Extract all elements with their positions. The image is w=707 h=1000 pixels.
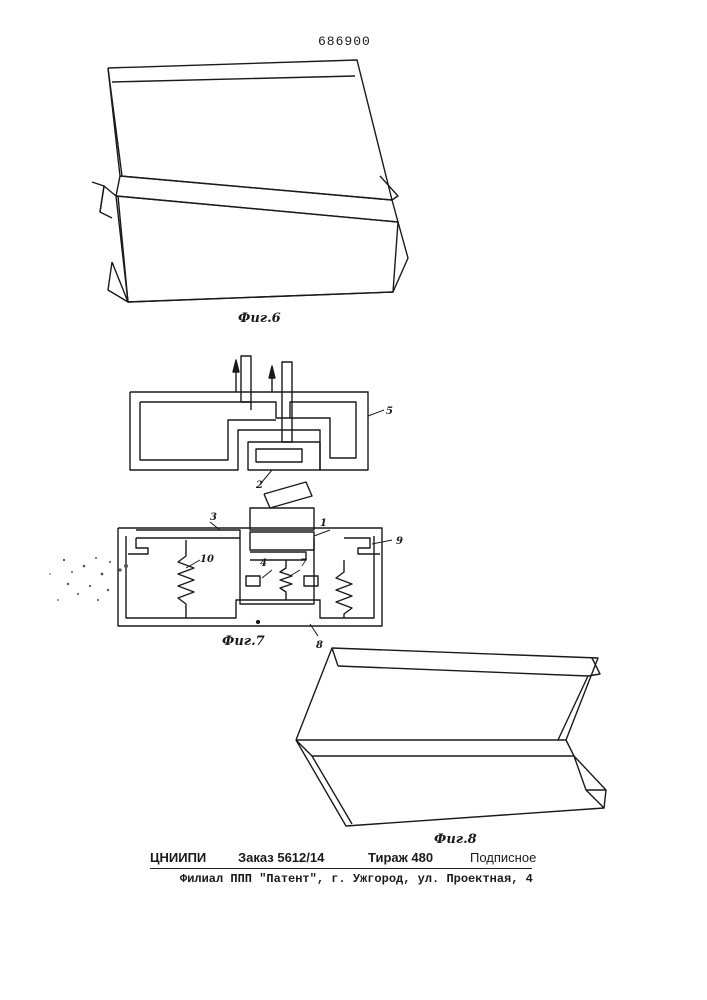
footer-org: ЦНИИПИ (150, 850, 206, 865)
footer-subscription: Подписное (470, 850, 536, 865)
footer-divider (150, 868, 532, 869)
footer-branch-address: Филиал ППП "Патент", г. Ужгород, ул. Про… (180, 872, 533, 886)
footer-circulation: Тираж 480 (368, 850, 433, 865)
figure-7-items (250, 482, 314, 550)
figure-7-label: Фиг.7 (222, 634, 265, 649)
ink-speckle (49, 557, 128, 601)
part-number-3: 3 (210, 512, 217, 523)
part-number-9: 9 (396, 536, 403, 547)
part-number-5: 5 (386, 406, 393, 417)
part-number-10: 10 (200, 554, 214, 565)
figure-6-label: Фиг.6 (238, 311, 281, 326)
part-number-4: 4 (260, 558, 267, 569)
figure-8-open-box (296, 648, 606, 826)
leader-lines (186, 410, 392, 636)
figure-8-label: Фиг.8 (434, 832, 477, 847)
part-number-7: 7 (300, 558, 307, 569)
figure-6-open-box (92, 60, 408, 302)
figure-7-upper-assembly (130, 356, 368, 470)
part-number-2: 2 (255, 480, 263, 491)
part-number-8: 8 (316, 640, 323, 651)
footer-order: Заказ 5612/14 (238, 850, 324, 865)
part-number-1: 1 (320, 518, 327, 529)
